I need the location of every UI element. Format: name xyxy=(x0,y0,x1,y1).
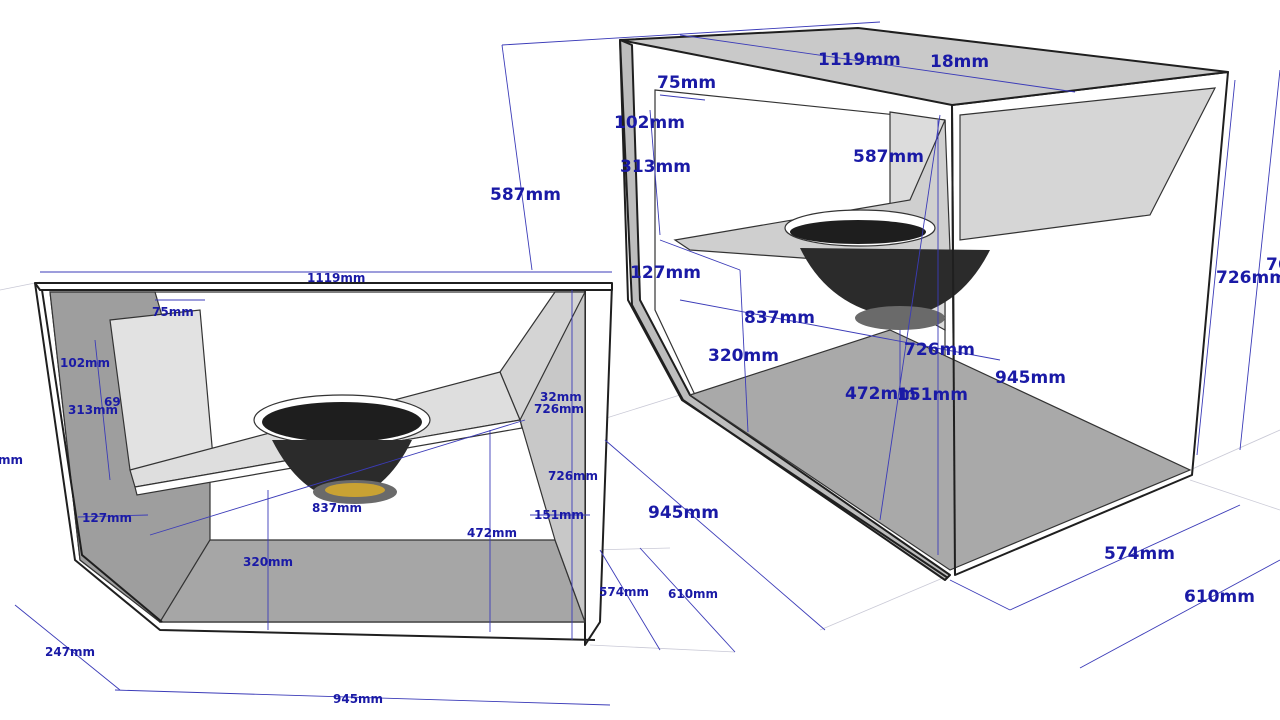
front-speaker-ring xyxy=(325,483,385,497)
front-depth-outer-label: 610mm xyxy=(668,587,718,601)
front-inner-height-label: 472mm xyxy=(467,526,517,540)
front-cabinet xyxy=(34,282,613,646)
front-edge-cut-label: mm xyxy=(0,453,23,467)
front-chamfer-label: 247mm xyxy=(45,645,95,659)
rear-port-width-label: 102mm xyxy=(614,113,685,133)
front-partial-label: 69 xyxy=(104,395,121,409)
front-bottom-rise-label: 320mm xyxy=(243,555,293,569)
front-port-length-label: 313mm xyxy=(68,403,118,417)
rear-height-outer-label: 726mm xyxy=(1216,268,1280,288)
rear-top-panel xyxy=(619,27,1229,106)
rear-speaker-magnet xyxy=(855,306,945,330)
front-dimension-lines xyxy=(14,271,736,706)
rear-bottom-rise-label: 320mm xyxy=(708,346,779,366)
front-width-top-label: 1119mm xyxy=(307,271,365,285)
rear-side-height-label: 587mm xyxy=(490,185,561,205)
rear-depth-inner-label: 574mm xyxy=(1104,544,1175,564)
front-labels: 1119mm 75mm 102mm 313mm 69 127mm 837mm 3… xyxy=(0,271,718,706)
rear-inner-height-label: 587mm xyxy=(853,147,924,167)
rear-labels: 1119mm 18mm 75mm 102mm 313mm 587mm 587mm… xyxy=(490,50,1280,607)
front-speaker-cone xyxy=(262,402,422,442)
rear-panel-thickness-label: 18mm xyxy=(930,52,989,72)
front-height-inner-label: 726mm xyxy=(534,402,584,416)
front-top-edge xyxy=(34,282,613,291)
rear-depth-outer-label: 610mm xyxy=(1184,587,1255,607)
rear-speaker-basket xyxy=(800,248,990,318)
rear-port-depth-label: 837mm xyxy=(744,308,815,328)
rear-speaker-cone xyxy=(790,220,926,244)
rear-floor xyxy=(688,329,1192,571)
rear-cabinet xyxy=(619,27,1229,581)
front-baffle-gap-label: 127mm xyxy=(82,511,132,525)
rear-inner-472-label: 472mm xyxy=(845,384,916,404)
rear-height-inner-label: 726mm xyxy=(904,340,975,360)
rear-width-top-label: 1119mm xyxy=(818,50,901,70)
rear-baffle-gap-label: 127mm xyxy=(630,263,701,283)
rear-cut-label: 76 xyxy=(1266,255,1280,275)
front-overlap-label: 32mm xyxy=(540,390,582,404)
front-depth-inner-label: 574mm xyxy=(599,585,649,599)
front-floor xyxy=(158,539,586,623)
rear-width-bottom-label: 945mm xyxy=(995,368,1066,388)
rear-port-mouth-label: 75mm xyxy=(657,73,716,93)
front-port-mouth-label: 75mm xyxy=(152,305,194,319)
rear-short-side-label: 151mm xyxy=(897,385,968,405)
rear-dimension-lines xyxy=(501,21,1280,669)
front-height-right-label: 726mm xyxy=(548,469,598,483)
front-width-bottom-label: 945mm xyxy=(333,692,383,706)
front-port-width-label: 102mm xyxy=(60,356,110,370)
front-port-depth-label: 837mm xyxy=(312,501,362,515)
rear-port-length-label: 313mm xyxy=(620,157,691,177)
rear-front-bottom-label: 945mm xyxy=(648,503,719,523)
rear-port-panel xyxy=(959,87,1217,241)
front-short-side-label: 151mm xyxy=(534,508,584,522)
rear-left-edge xyxy=(619,39,951,581)
